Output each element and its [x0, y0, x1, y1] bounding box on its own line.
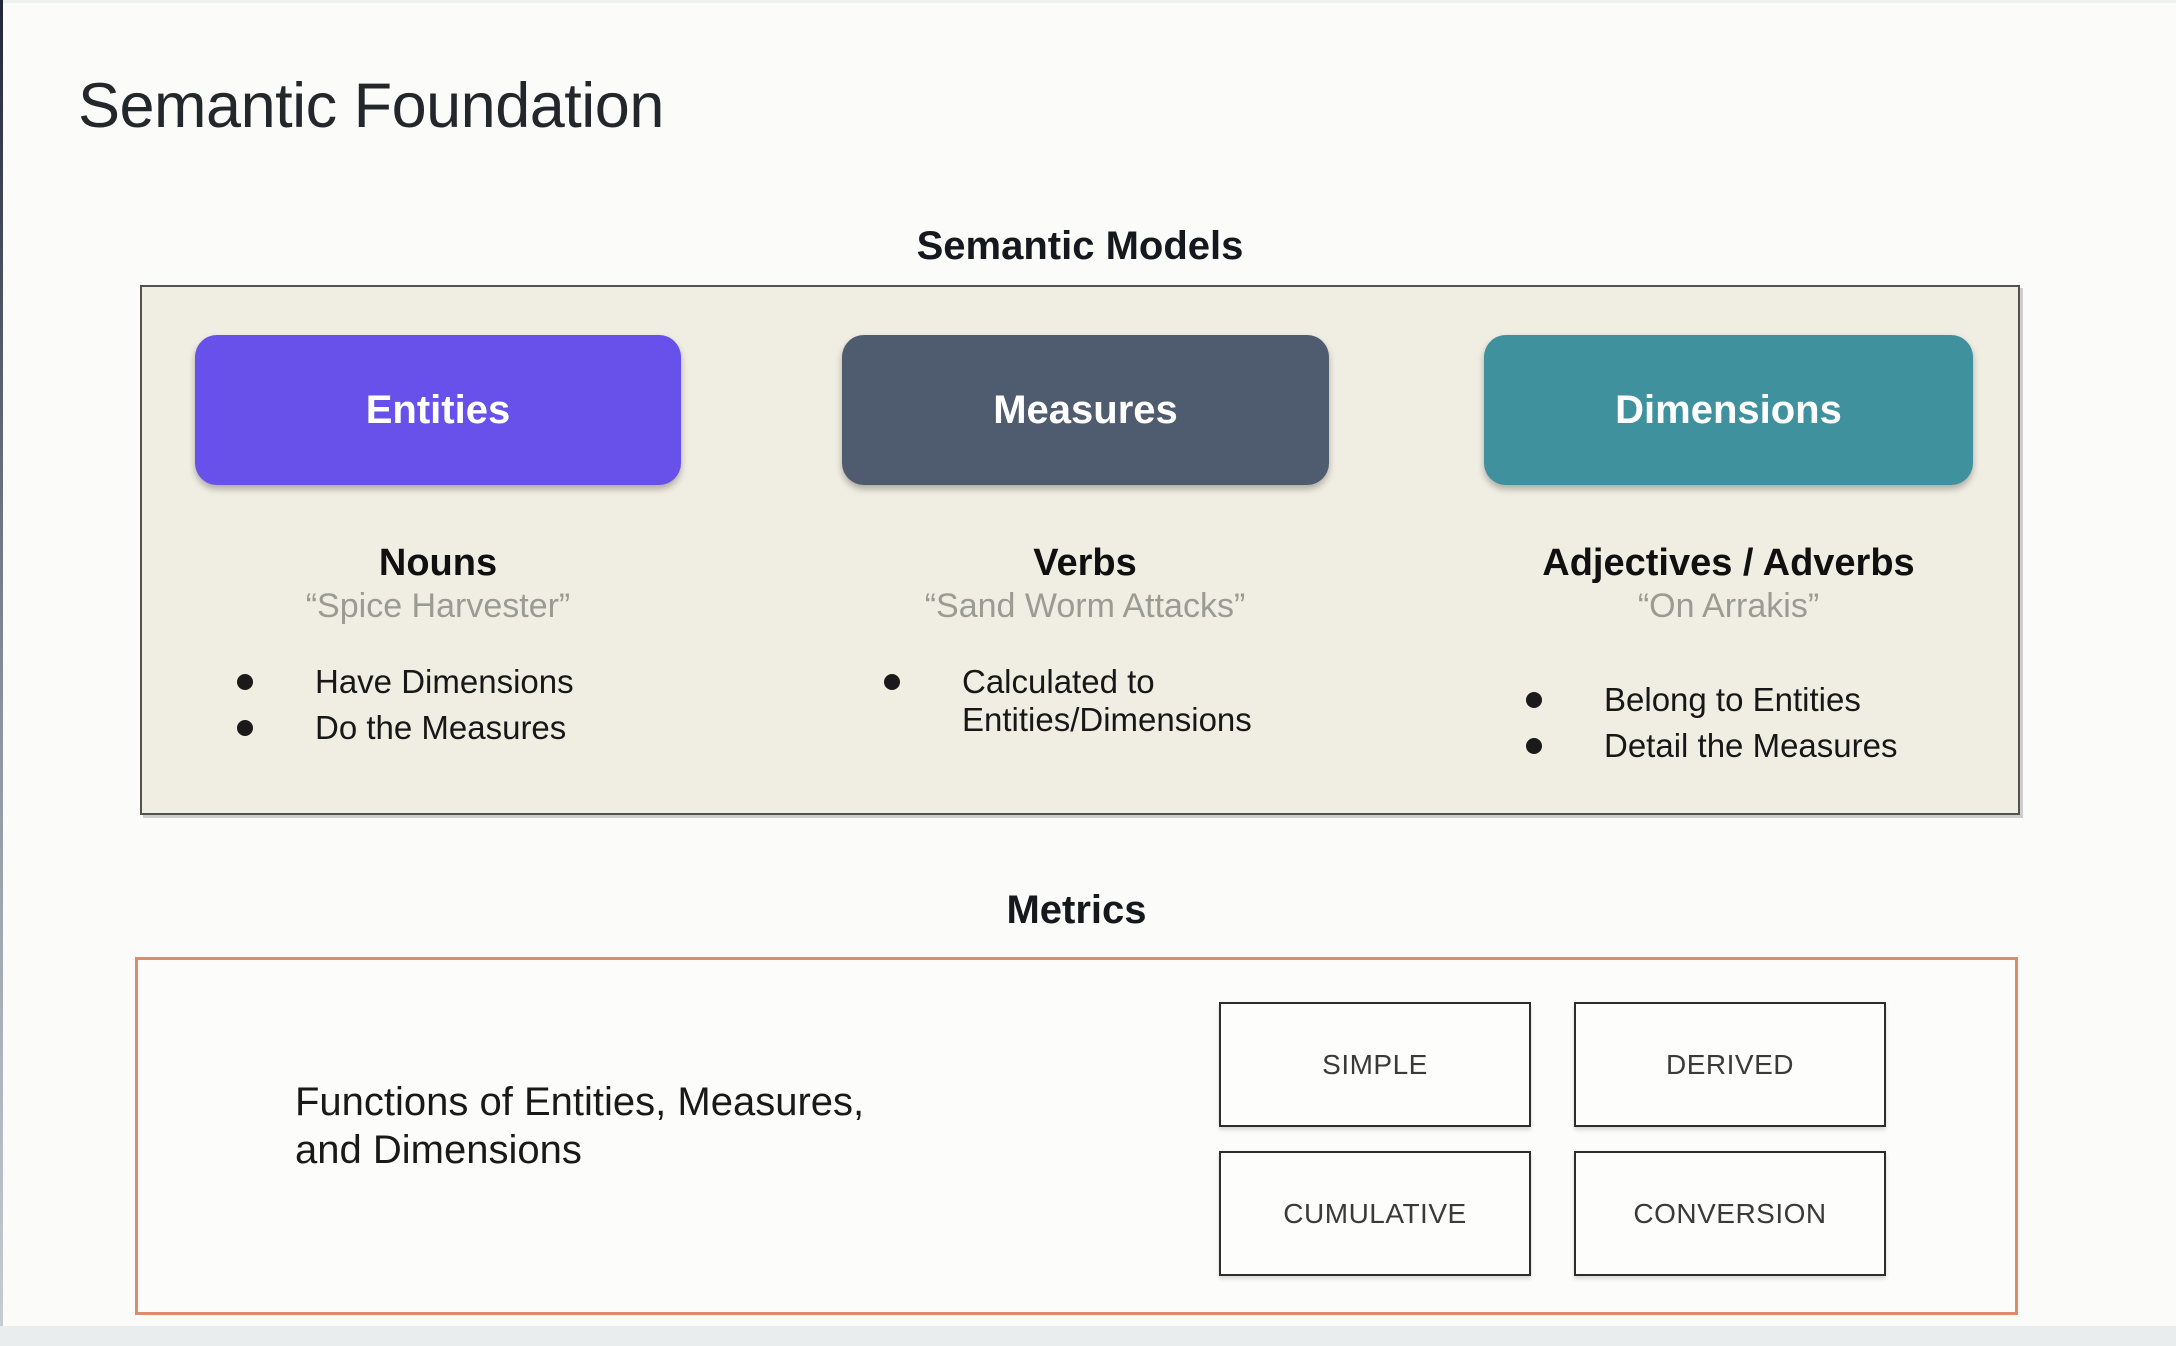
measures-column: Verbs “Sand Worm Attacks” Calculated to … [842, 542, 1328, 747]
dimensions-column-heading: Adjectives / Adverbs [1542, 542, 1915, 584]
bullet-dot-icon [1526, 738, 1542, 755]
metric-type-simple: SIMPLE [1219, 1002, 1531, 1127]
entities-column-quote: “Spice Harvester” [305, 586, 571, 625]
bottom-strip [0, 1326, 2176, 1346]
list-item: Do the Measures [195, 709, 681, 747]
metrics-description: Functions of Entities, Measures, and Dim… [295, 1078, 864, 1174]
metric-type-conversion: CONVERSION [1574, 1151, 1886, 1276]
metric-type-cumulative: CUMULATIVE [1219, 1151, 1531, 1276]
metric-type-label: SIMPLE [1322, 1048, 1428, 1080]
bullet-text: Belong to Entities [1604, 681, 1861, 719]
entities-box: Entities [195, 335, 681, 485]
dimensions-column: Adjectives / Adverbs “On Arrakis” Belong… [1484, 542, 1973, 773]
top-edge-line [0, 0, 2176, 3]
bullet-text: Do the Measures [315, 709, 567, 747]
bullet-dot-icon [884, 674, 900, 691]
bullet-text: Calculated to Entities/Dimensions [962, 663, 1252, 739]
bullet-text: Detail the Measures [1604, 727, 1898, 765]
bullet-text: Have Dimensions [315, 663, 574, 701]
measures-column-heading: Verbs [1033, 542, 1137, 584]
left-edge-line [0, 0, 3, 1346]
measures-column-quote: “Sand Worm Attacks” [924, 586, 1246, 625]
metric-type-label: DERIVED [1666, 1048, 1794, 1080]
metrics-description-line: Functions of Entities, Measures, [295, 1080, 865, 1124]
dimensions-bullet-list: Belong to Entities Detail the Measures [1484, 681, 1973, 765]
dimensions-box-label: Dimensions [1615, 387, 1842, 432]
entities-box-label: Entities [365, 387, 511, 432]
dimensions-box: Dimensions [1484, 335, 1973, 485]
slide-title: Semantic Foundation [78, 71, 664, 141]
metrics-description-line: and Dimensions [295, 1128, 582, 1172]
measures-box-label: Measures [993, 387, 1178, 432]
metric-type-label: CONVERSION [1633, 1197, 1827, 1229]
list-item: Calculated to Entities/Dimensions [842, 663, 1328, 739]
bullet-dot-icon [237, 720, 253, 737]
list-item: Belong to Entities [1484, 681, 1973, 719]
entities-column: Nouns “Spice Harvester” Have Dimensions … [195, 542, 681, 755]
bullet-dot-icon [1526, 692, 1542, 709]
list-item: Detail the Measures [1484, 727, 1973, 765]
metrics-heading: Metrics [1006, 888, 1147, 932]
entities-bullet-list: Have Dimensions Do the Measures [195, 663, 681, 747]
list-item: Have Dimensions [195, 663, 681, 701]
semantic-models-heading: Semantic Models [916, 224, 1244, 268]
metric-type-label: CUMULATIVE [1283, 1197, 1467, 1229]
measures-box: Measures [842, 335, 1329, 485]
bullet-dot-icon [237, 674, 253, 691]
entities-column-heading: Nouns [378, 542, 498, 584]
measures-bullet-list: Calculated to Entities/Dimensions [842, 663, 1328, 739]
dimensions-column-quote: “On Arrakis” [1637, 586, 1820, 625]
metric-type-derived: DERIVED [1574, 1002, 1886, 1127]
